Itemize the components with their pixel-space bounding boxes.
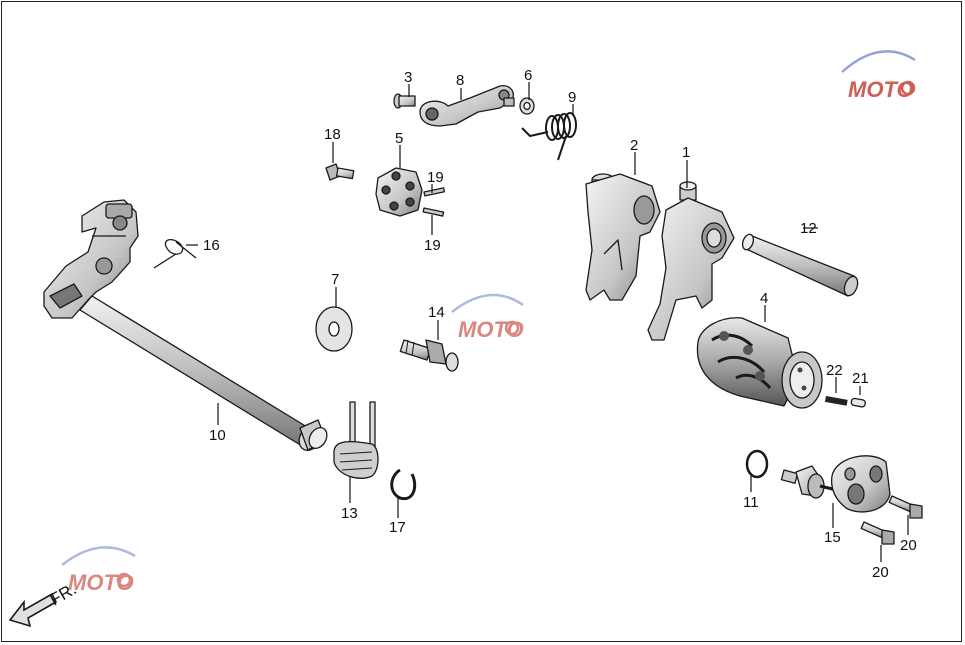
callout-17: 17 — [389, 519, 406, 536]
callout-9: 9 — [568, 89, 576, 106]
part-19-pins — [422, 187, 446, 217]
callout-11: 11 — [743, 494, 759, 511]
part-18-bolt — [325, 163, 355, 181]
callout-4: 4 — [760, 290, 768, 307]
callout-3: 3 — [404, 69, 412, 86]
callout-20-upper: 20 — [900, 537, 917, 554]
part-3-bolt — [393, 93, 416, 109]
part-10-shift-shaft — [43, 199, 328, 451]
part-6-washer — [519, 97, 535, 115]
part-14-pivot-bolt — [399, 339, 459, 372]
part-16-spring — [153, 238, 197, 269]
callout-22: 22 — [826, 362, 843, 379]
part-8-stopper-arm — [419, 85, 515, 127]
svg-text:MOTO: MOTO — [848, 77, 914, 102]
callout-18: 18 — [324, 126, 341, 143]
part-2-shift-fork — [585, 173, 661, 301]
callout-15: 15 — [824, 529, 841, 546]
watermark-center: MOTO — [451, 293, 524, 342]
part-5-shift-cam — [375, 167, 423, 217]
watermark-top-right: MOTO — [841, 50, 916, 102]
callout-2: 2 — [630, 137, 638, 154]
leader-lines — [186, 82, 909, 562]
part-15-gear-sensor — [780, 455, 891, 513]
callout-6: 6 — [524, 67, 532, 84]
part-9-spring — [521, 112, 577, 161]
callout-14: 14 — [428, 304, 445, 321]
callout-5: 5 — [395, 130, 403, 147]
front-direction-arrow: FR. — [8, 579, 80, 628]
callout-16: 16 — [203, 237, 220, 254]
callout-numbers: 1 2 3 4 5 6 7 8 9 10 11 12 13 14 15 16 1… — [203, 67, 917, 581]
callout-19-lower: 19 — [424, 237, 441, 254]
callout-19-upper: 19 — [427, 169, 444, 186]
part-11-o-ring — [745, 449, 769, 479]
svg-text:MOTO: MOTO — [458, 317, 524, 342]
callout-20-lower: 20 — [872, 564, 889, 581]
callout-7: 7 — [331, 271, 339, 288]
part-17-circlip — [390, 468, 417, 501]
callout-8: 8 — [456, 72, 464, 89]
part-1-shift-fork — [647, 181, 735, 341]
part-20-bolt-lower — [860, 521, 895, 545]
part-12-fork-shaft — [741, 233, 859, 297]
part-21-small-pin — [850, 397, 866, 408]
callout-1: 1 — [682, 144, 690, 161]
callout-12: 12 — [800, 220, 817, 237]
part-7-washer — [315, 306, 353, 352]
part-22-pin — [824, 395, 848, 406]
callout-10: 10 — [209, 427, 226, 444]
part-4-shift-drum — [696, 317, 823, 409]
callout-21: 21 — [852, 370, 869, 387]
watermark-bottom-left: MOTO — [61, 546, 136, 595]
callout-13: 13 — [341, 505, 358, 522]
part-20-bolt-upper — [888, 495, 923, 519]
part-13-return-spring — [333, 401, 379, 479]
